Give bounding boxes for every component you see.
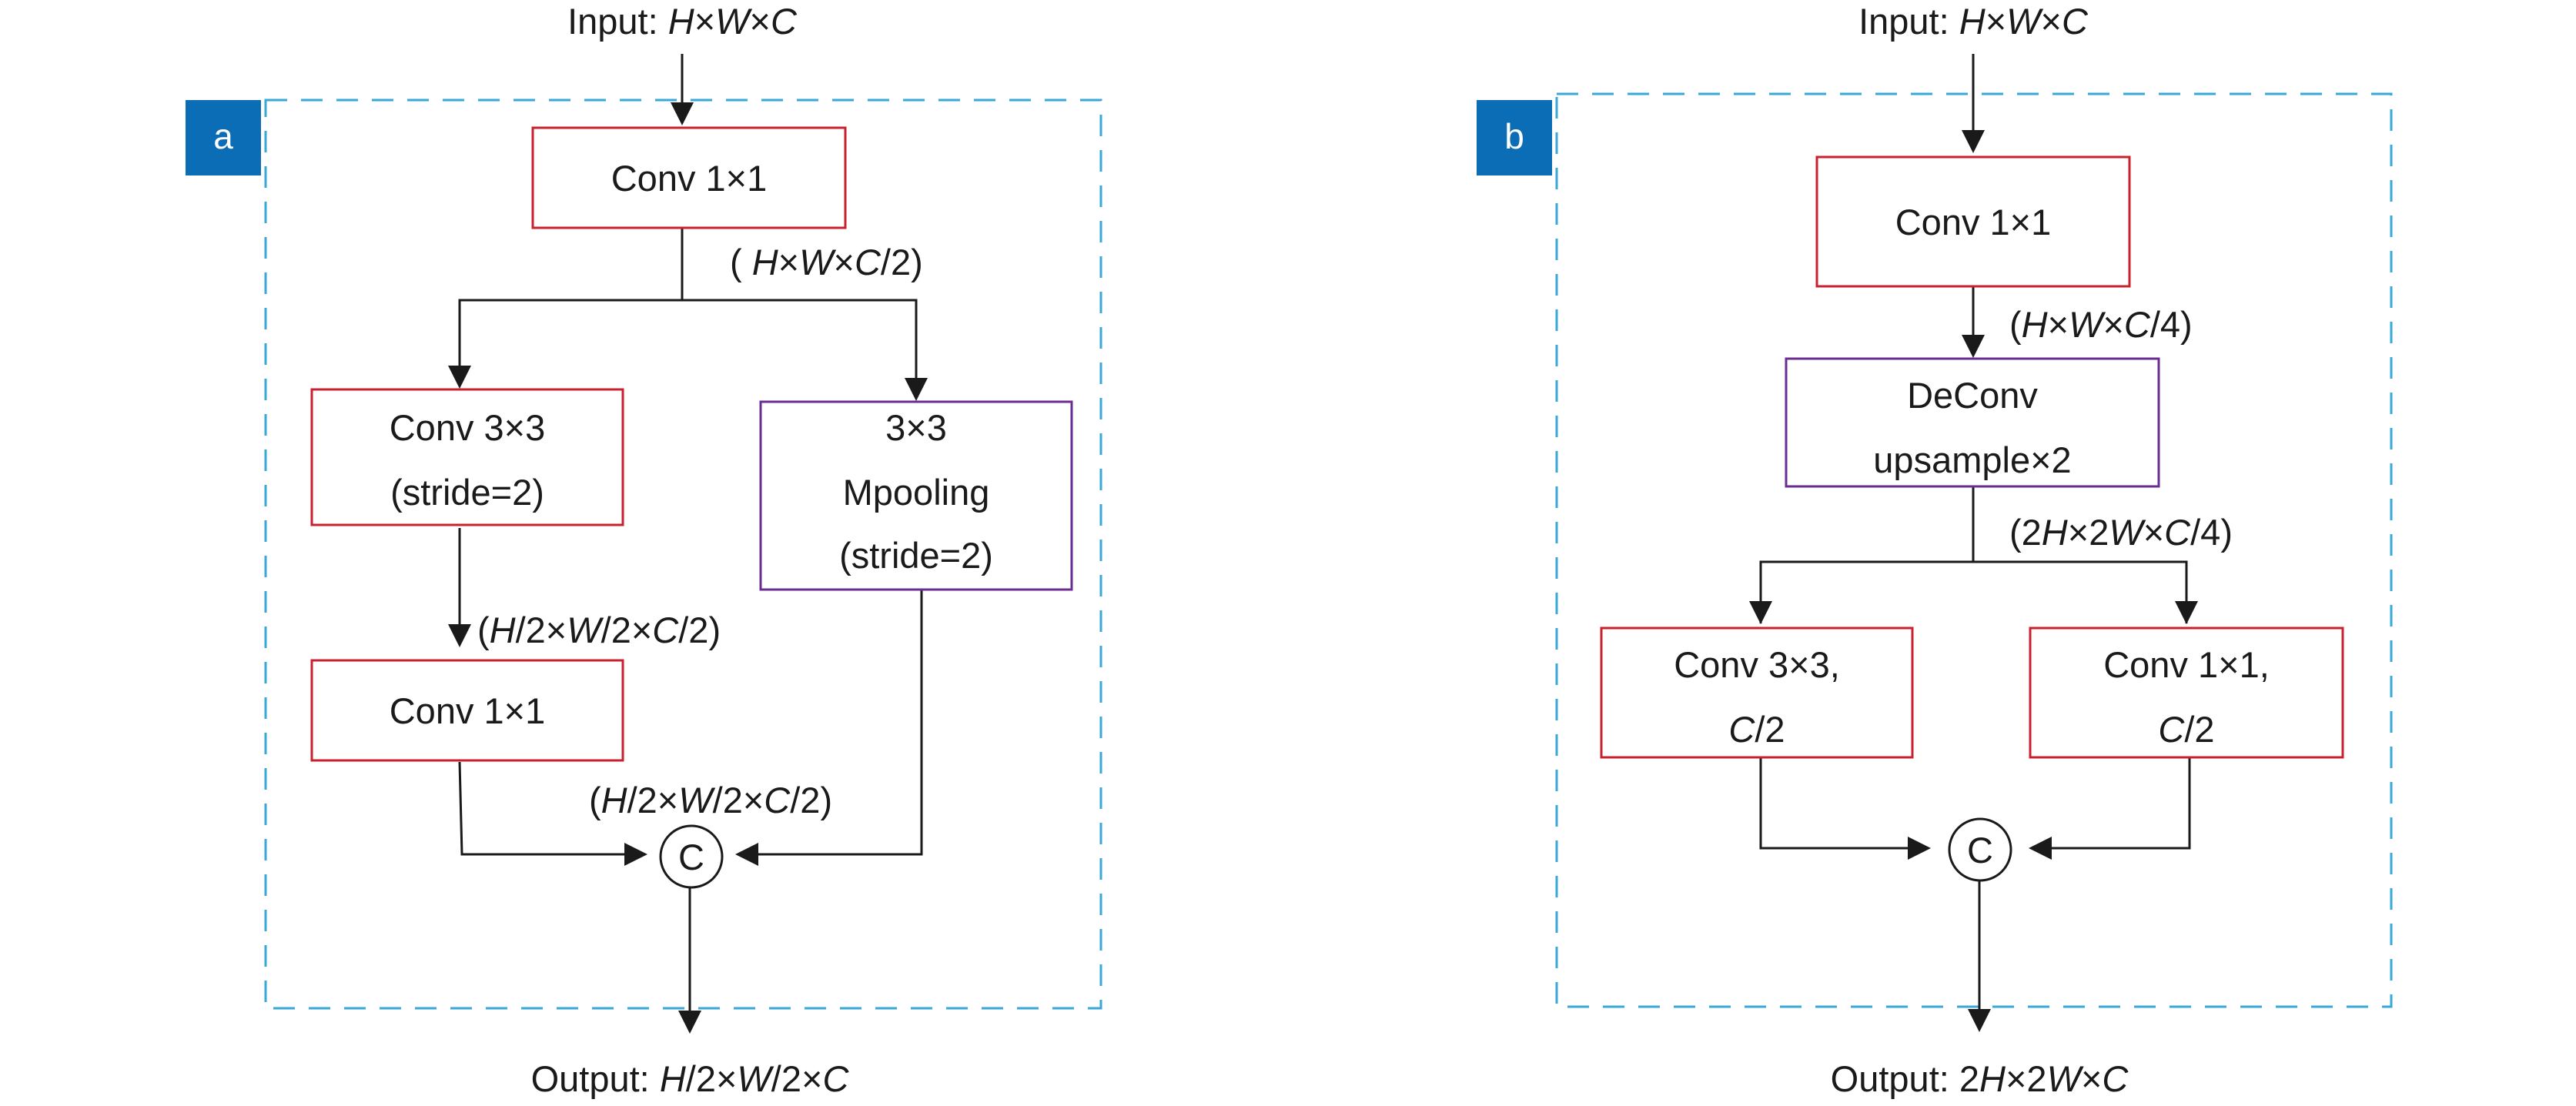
panel-a-input-label: Input: H×W×C (567, 1, 798, 42)
panel-a: a Input: H×W×C Conv 1×1 ( H×W×C/2) Conv … (186, 1, 1102, 1099)
panel-b-conv1x1-box (1815, 155, 2131, 288)
panel-b-conv3x3-label: Conv 3×3, (1674, 644, 1840, 685)
panel-b-tag (1477, 100, 1552, 175)
panel-b-deconv-label: DeConv (1907, 375, 2038, 416)
panel-a-conv1x1-box (531, 126, 847, 229)
panel-b-deconv-upsample: upsample×2 (1873, 439, 2071, 480)
panel-a-conv3x3-stride: (stride=2) (390, 472, 544, 513)
panel-a-maxpool-box (759, 400, 1073, 591)
panel-a-maxpool-stride: (stride=2) (839, 535, 993, 576)
panel-b-conv3x3-channels: C/2 (1728, 709, 1785, 750)
panel-b-edge-conv1-to-concat (2029, 757, 2191, 860)
panel-a-concat-node (659, 824, 724, 889)
panel-a-shape-after-conv1: ( H×W×C/2) (730, 242, 923, 282)
panel-a-maxpool-size: 3×3 (885, 407, 947, 448)
panel-b-conv1x1-label: Conv 1×1 (1895, 202, 2052, 242)
panel-b-deconv-box (1785, 357, 2160, 488)
panel-b-shape-after-conv1: (H×W×C/4) (2009, 304, 2193, 345)
panel-b-conv1x1-second-label: Conv 1×1, (2103, 644, 2270, 685)
panel-b-shape-after-deconv: (2H×2W×C/4) (2009, 512, 2233, 553)
panel-a-edge-pool-to-concat (735, 590, 923, 866)
panel-b-dashed-frame (1555, 92, 2393, 1008)
panel-a-conv1x1-label: Conv 1×1 (611, 158, 768, 199)
panel-a-edge-split-right (682, 299, 918, 385)
panel-b-conv3x3-box (1600, 627, 1914, 759)
panel-a-concat-label: C (678, 837, 704, 877)
panel-b: b Input: H×W×C Conv 1×1 (H×W×C/4) DeConv… (1477, 1, 2393, 1099)
panel-b-edge-conv3-to-concat (1759, 757, 1931, 860)
panel-a-dashed-frame (264, 99, 1102, 1010)
panel-a-tag (186, 100, 261, 175)
panel-a-shape-after-conv3: (H/2×W/2×C/2) (477, 610, 721, 650)
panel-a-output-label: Output: H/2×W/2×C (531, 1058, 850, 1099)
panel-b-edge-split (1759, 486, 1975, 623)
panel-b-conv1x1-second-box (2029, 627, 2344, 759)
panel-a-edge-split (458, 228, 684, 385)
panel-b-output-label: Output: 2H×2W×C (1831, 1058, 2129, 1099)
panel-b-edge-split-right (1973, 560, 2188, 623)
panel-a-conv3x3-label: Conv 3×3 (390, 407, 546, 448)
panel-a-edge-conv1-to-concat (458, 761, 647, 866)
panel-a-tag-label: a (213, 116, 233, 156)
panel-b-concat-node (1948, 817, 2012, 882)
panel-a-shape-before-concat: (H/2×W/2×C/2) (589, 780, 832, 820)
panel-a-maxpool-label: Mpooling (843, 472, 990, 513)
panel-b-tag-label: b (1504, 116, 1524, 156)
panel-a-conv1x1-second-box (310, 659, 624, 762)
panel-b-conv1x1-second-channels: C/2 (2158, 709, 2214, 750)
panel-b-input-label: Input: H×W×C (1858, 1, 2089, 42)
panel-a-conv3x3-box (310, 388, 624, 526)
panel-a-conv1x1-second-label: Conv 1×1 (390, 690, 546, 731)
panel-b-concat-label: C (1967, 830, 1993, 870)
